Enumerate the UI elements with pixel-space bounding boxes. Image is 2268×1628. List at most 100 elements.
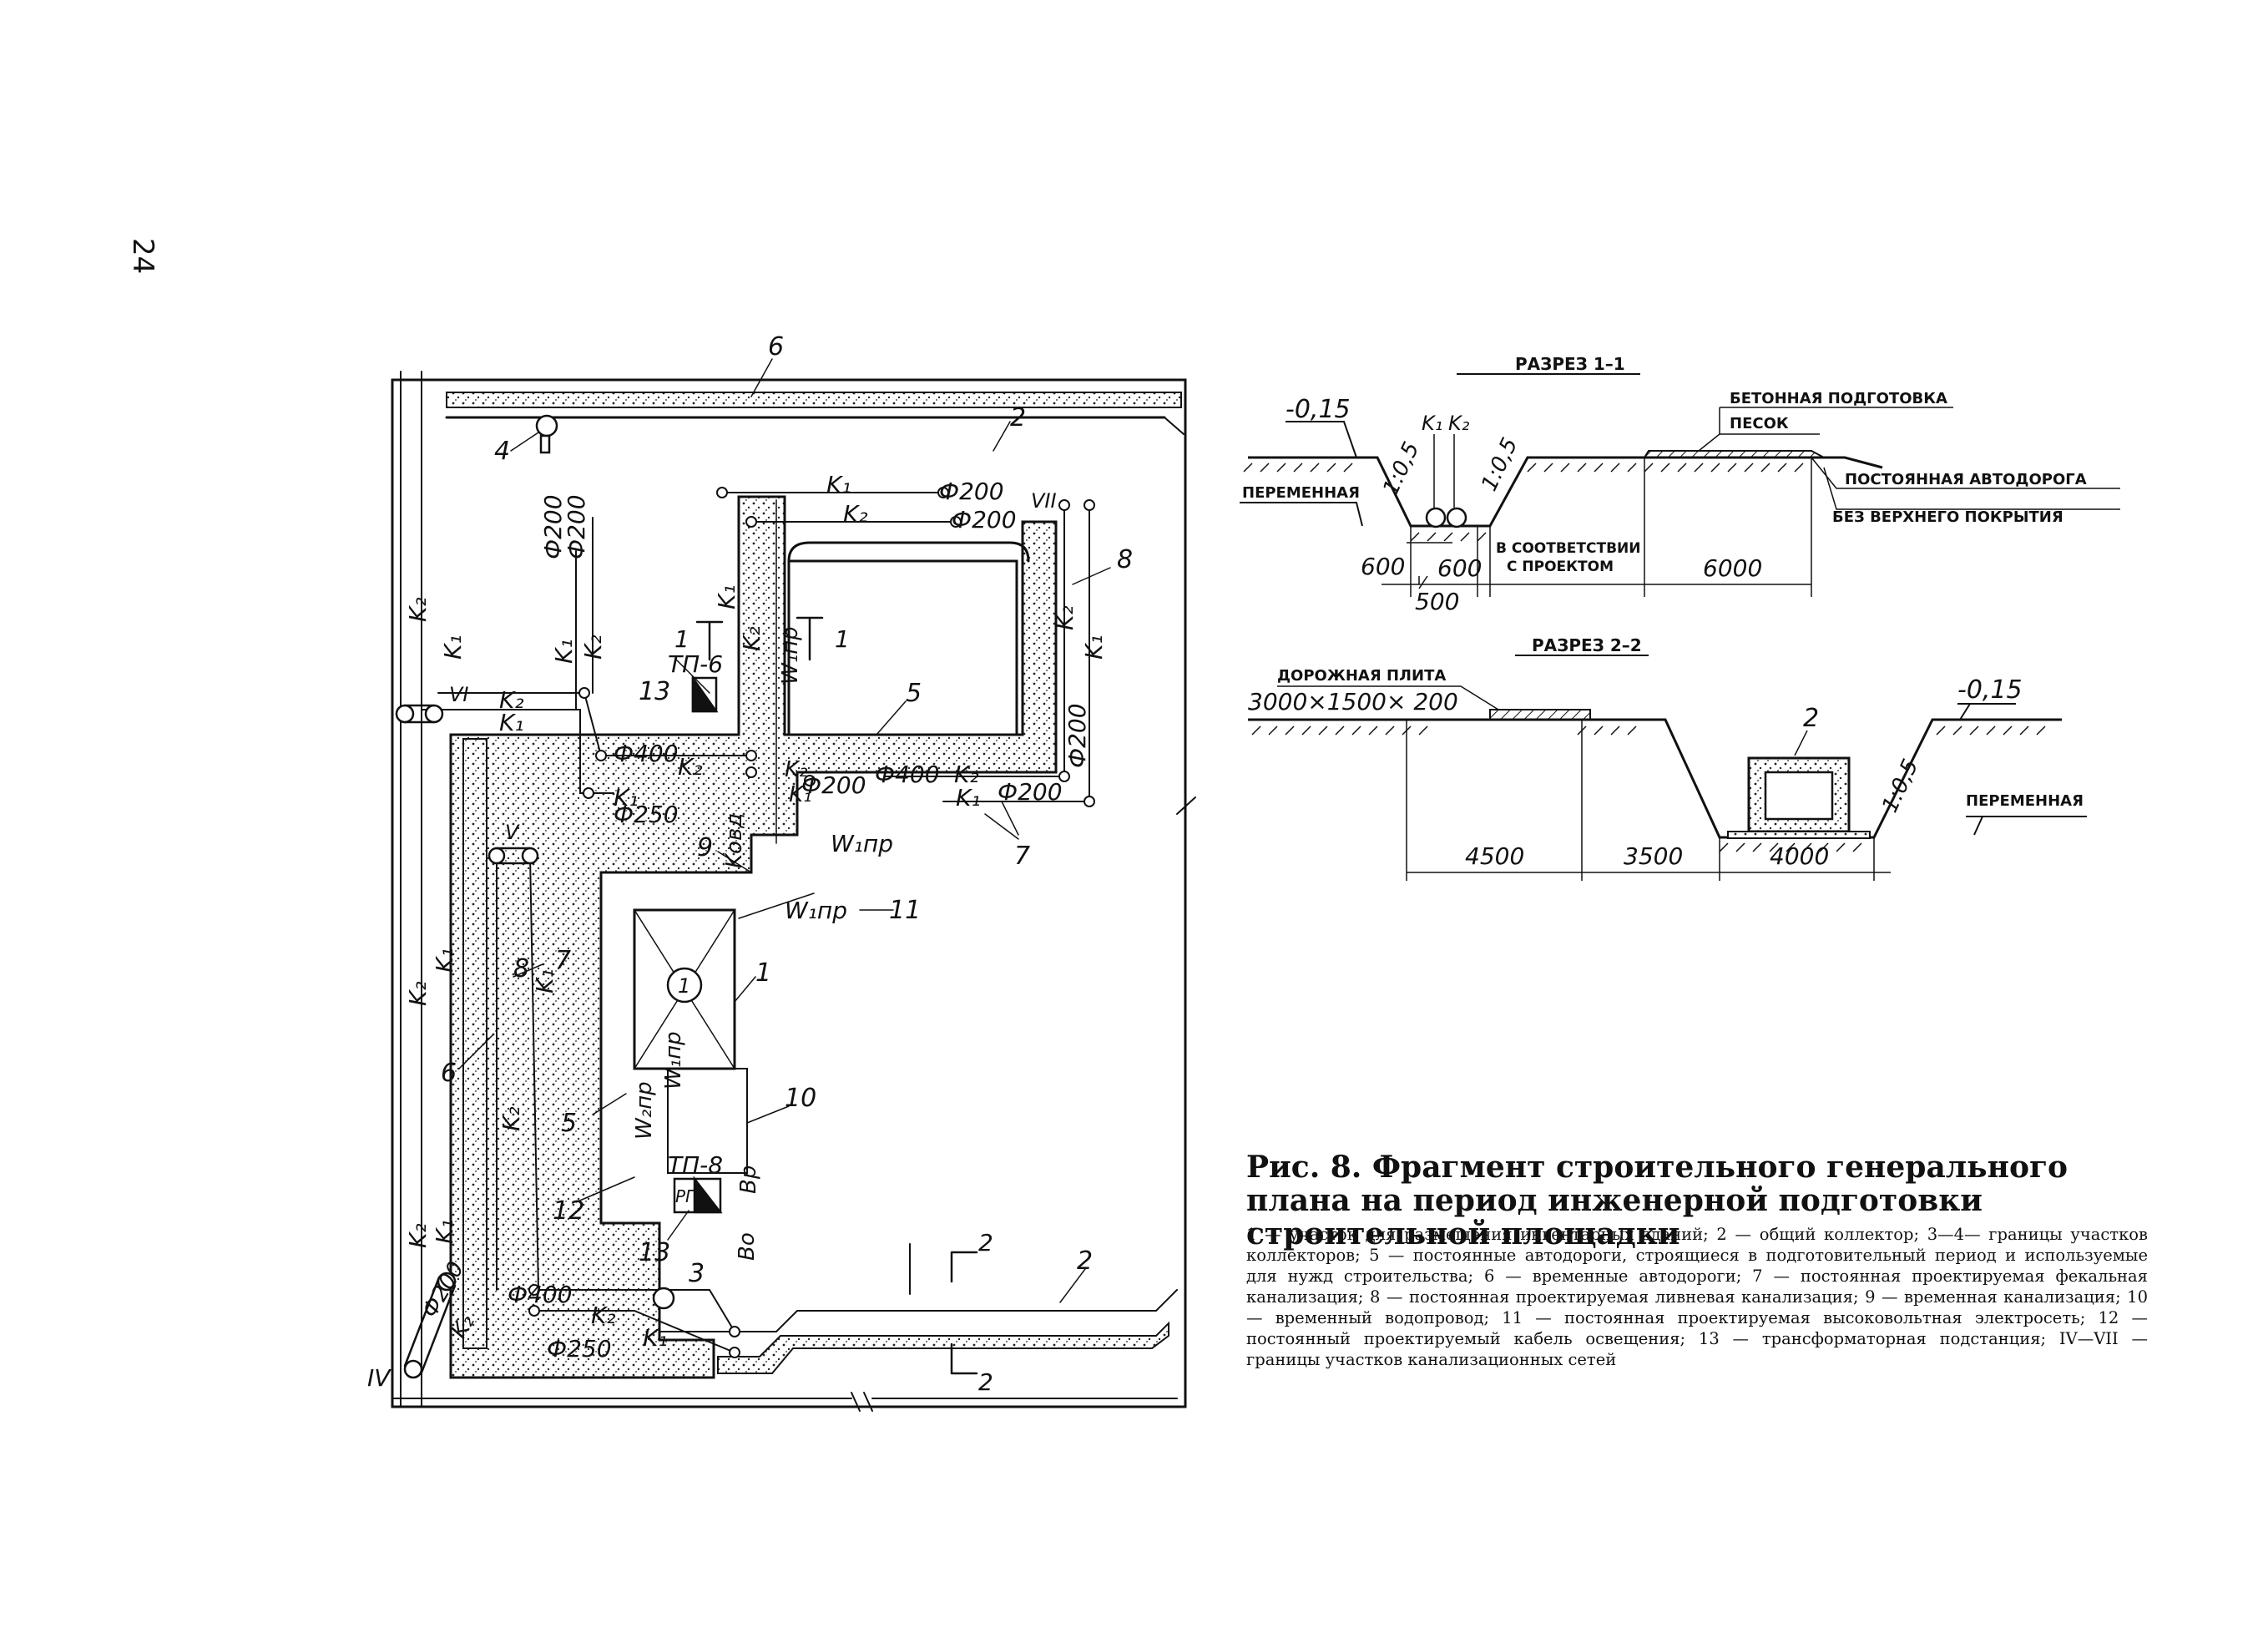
- section-mark-2-top: 2: [978, 1229, 993, 1256]
- label-w2pr: W₂пр: [632, 1081, 657, 1140]
- callout-11: 11: [889, 896, 921, 925]
- collector-boundary-3: [652, 1287, 675, 1310]
- label-k1-vert-c: K₁: [713, 584, 740, 609]
- label-k2-node: K₂: [785, 757, 807, 782]
- zone-IV: IV: [367, 1364, 391, 1392]
- substation-tp6: [691, 675, 719, 713]
- label-k2-vert-b: K₂: [579, 635, 607, 660]
- section-2-dim-4000: 4000: [1770, 842, 1829, 870]
- section-1-per-project-2: С ПРОЕКТОМ: [1507, 559, 1614, 575]
- zone-link-iv: [403, 1272, 457, 1379]
- label-k1-node: K₁: [789, 782, 811, 807]
- label-k1-vert-top: K₁: [439, 635, 467, 660]
- section-cut-1-right: [796, 616, 824, 661]
- collector-bottom-road: [659, 1289, 1178, 1332]
- substation-tp8: [673, 1175, 723, 1214]
- figure-caption-legend: 1 — участок для размещения инвентарных з…: [1246, 1225, 2148, 1369]
- section-1-concrete: БЕТОННАЯ ПОДГОТОВКА: [1730, 390, 1947, 407]
- section-1-slope-right: 1:0,5: [1477, 434, 1523, 495]
- label-k2-vert-low: K₂: [404, 1223, 432, 1248]
- bottom-break: [851, 1392, 873, 1412]
- label-d400-mid: Ф400: [614, 740, 679, 767]
- section-mark-1-right: 1: [835, 625, 850, 653]
- label-d200-right: Ф200: [998, 778, 1063, 806]
- plan-labels: 6 2 4 8 5 7 9 11 1 10 5 12 13 13 3 2 6 8…: [367, 332, 1133, 1396]
- section-1-variable-mark: [1240, 502, 1363, 527]
- label-k2-vert-e: K₂: [498, 1106, 525, 1131]
- general-plan: [391, 358, 1196, 1412]
- section-1-pipe-k2: [1446, 507, 1467, 528]
- section-2-ground: [1248, 718, 2062, 839]
- section-1-road-slab: [1643, 450, 1825, 458]
- label-k2-vert-c: K₂: [738, 626, 765, 651]
- label-w1pr-top: W₁пр: [778, 626, 803, 685]
- callout-7-right: 7: [1014, 842, 1030, 871]
- zone-VI: VI: [449, 683, 469, 706]
- section-1-dim-600-right: 600: [1437, 554, 1482, 582]
- frame-break-right: [1176, 796, 1196, 815]
- section-2-2: [1248, 655, 2087, 881]
- label-tp8: ТП-8: [668, 1151, 723, 1179]
- callout-5-bottom: 5: [561, 1109, 577, 1138]
- callout-2-top: 2: [1010, 403, 1026, 432]
- callout-8-left: 8: [513, 954, 529, 983]
- page-number: 24: [126, 238, 159, 274]
- figure-caption-title: Рис. 8. Фрагмент строительного генеральн…: [1246, 1150, 2068, 1251]
- temporary-road-left: [462, 738, 487, 1349]
- label-tp6: ТП-6: [668, 650, 723, 678]
- label-k1-right: K₁: [956, 784, 981, 811]
- section-2-road-slab: [1489, 709, 1591, 720]
- zone-link-v: [487, 847, 539, 865]
- water-supply-block: [667, 1068, 748, 1174]
- callout-10: 10: [785, 1084, 816, 1113]
- zone-VII: VII: [1031, 489, 1057, 513]
- section-2-dim-3500: 3500: [1624, 842, 1683, 870]
- sewer-v-line-b: [529, 855, 539, 1291]
- road-loop-island: [787, 559, 1018, 736]
- label-d200-mid: Ф200: [801, 771, 866, 799]
- permanent-road-network: [449, 495, 1058, 1379]
- label-d400-right: Ф400: [875, 761, 940, 788]
- label-k2-right: K₂: [954, 761, 979, 788]
- label-k2-bottom: K₂: [591, 1302, 616, 1329]
- section-1-dim-600-left: 600: [1361, 553, 1405, 580]
- section-1-variable: ПЕРЕМЕННАЯ: [1242, 484, 1360, 502]
- section-1-pipe-k1: [1425, 507, 1447, 528]
- label-d200-top-2: Ф200: [952, 506, 1017, 533]
- section-2-level-mark: [1957, 703, 2016, 720]
- section-2-collector-base: [1727, 831, 1871, 839]
- section-1-dim-6000: 6000: [1703, 554, 1762, 582]
- label-k2-left: K₂: [499, 686, 524, 714]
- label-k2-mid: K₂: [678, 753, 703, 781]
- label-k1-mid: K₁: [614, 784, 639, 811]
- section-1-level-mark: [1286, 421, 1357, 458]
- callout-1: 1: [755, 958, 771, 988]
- section-cut-1-left: [695, 620, 724, 661]
- section-1-title: РАЗРЕЗ 1–1: [1515, 354, 1625, 374]
- label-k1-vert-mid: K₁: [431, 948, 458, 973]
- label-d200-top: Ф200: [939, 478, 1004, 505]
- callout-13-bottom: 13: [639, 1238, 670, 1267]
- inventory-marker: [666, 967, 703, 1004]
- section-1-labels: РАЗРЕЗ 1–1 -0,15 ПЕРЕМЕННАЯ 1:0,5 1:0,5 …: [1242, 354, 2087, 615]
- label-w1pr-lower: W₁пр: [661, 1031, 686, 1090]
- section-2-title: РАЗРЕЗ 2–2: [1532, 635, 1642, 655]
- collector-top-bend: [1164, 417, 1185, 435]
- callout-7-left: 7: [555, 946, 571, 975]
- label-k2-top: K₂: [843, 500, 868, 528]
- section-2-ground-hatch: [1251, 726, 2046, 852]
- section-1-ground-hatch: [1243, 463, 1804, 542]
- label-d200-vert-d: Ф200: [1063, 703, 1091, 768]
- label-w1pr-mid: W₁пр: [785, 897, 847, 924]
- callout-3: 3: [689, 1259, 705, 1288]
- section-1-k1: K₁: [1422, 412, 1442, 435]
- plan-frame: [391, 378, 1187, 1408]
- label-k1-bottom: K₁: [643, 1324, 668, 1352]
- section-2-slope: 1:0,5: [1877, 756, 1923, 817]
- section-1-level: -0,15: [1286, 395, 1351, 424]
- label-k2-vert-top: K₂: [404, 597, 432, 622]
- zone-link-vi: [395, 704, 444, 724]
- label-k2-vert-d: K₂: [1051, 605, 1078, 630]
- callout-13-top: 13: [639, 677, 670, 706]
- label-k1-vert-e: K₁: [531, 968, 558, 993]
